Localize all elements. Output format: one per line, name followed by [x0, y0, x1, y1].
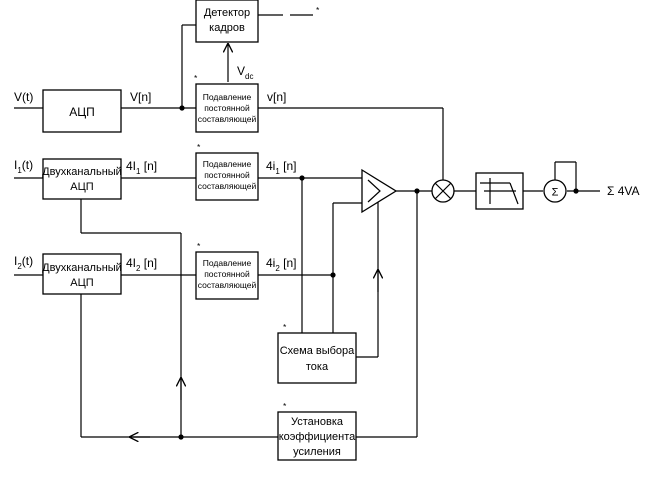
dual-adc-1-block: Двухканальный АЦП	[42, 158, 122, 200]
dual-adc-2-block: Двухканальный АЦП	[42, 253, 122, 295]
svg-text:Детектор: Детектор	[204, 7, 250, 19]
svg-text:коэффициента: коэффициента	[279, 431, 356, 443]
svg-text:Подавление: Подавление	[203, 159, 252, 169]
svg-text:составляющей: составляющей	[198, 280, 257, 290]
accumulator-icon: Σ	[543, 179, 567, 203]
dc-removal-i2-block: Подавление постоянной составляющей	[195, 251, 259, 300]
v-n-label: V[n]	[130, 90, 151, 104]
gain-star: *	[283, 401, 287, 411]
svg-text:Схема выбора: Схема выбора	[280, 345, 355, 357]
svg-text:АЦП: АЦП	[70, 277, 93, 289]
svg-text:Σ: Σ	[552, 187, 559, 199]
svg-text:тока: тока	[306, 361, 329, 373]
svg-text:постоянной: постоянной	[204, 103, 250, 113]
svg-text:постоянной: постоянной	[204, 269, 250, 279]
gain-block: Установка коэффициента усиления	[277, 411, 357, 461]
v-input-label: V(t)	[14, 90, 33, 104]
output-label: Σ 4VA	[607, 184, 640, 198]
vdc-label: Vdc	[237, 64, 253, 81]
current-select-block: Схема выбора тока	[277, 332, 357, 384]
v-n-out-label: v[n]	[267, 90, 286, 104]
svg-text:Установка: Установка	[291, 416, 344, 428]
dc-removal-i1-block: Подавление постоянной составляющей	[195, 152, 259, 201]
multiplier-icon	[431, 179, 455, 203]
svg-text:составляющей: составляющей	[198, 114, 257, 124]
svg-text:Подавление: Подавление	[203, 258, 252, 268]
svg-text:Двухканальный: Двухканальный	[42, 166, 122, 178]
i1-n-label: 4I1 [n]	[126, 159, 157, 176]
i2-n-label: 4I2 [n]	[126, 256, 157, 273]
i2-n-out-label: 4i2 [n]	[266, 256, 296, 273]
i1-input-label: I1(t)	[14, 158, 33, 175]
selector-comparator	[361, 168, 398, 214]
svg-text:постоянной: постоянной	[204, 170, 250, 180]
frame-detector-star: *	[316, 5, 320, 15]
frame-detector-block: Детектор кадров	[195, 0, 259, 43]
dc-removal-i2-star: *	[197, 241, 201, 251]
dc-removal-v-block: Подавление постоянной составляющей	[195, 83, 259, 133]
i1-n-out-label: 4i1 [n]	[266, 159, 296, 176]
svg-text:Двухканальный: Двухканальный	[42, 262, 122, 274]
current-select-star: *	[283, 322, 287, 332]
svg-text:Подавление: Подавление	[203, 92, 252, 102]
junctions	[178, 105, 579, 440]
lowpass-filter-icon	[475, 172, 524, 210]
adc-block: АЦП	[42, 89, 122, 133]
svg-text:усиления: усиления	[293, 446, 341, 458]
i2-input-label: I2(t)	[14, 254, 33, 271]
dc-removal-i1-star: *	[197, 142, 201, 152]
svg-text:АЦП: АЦП	[70, 181, 93, 193]
dc-removal-v-star: *	[194, 73, 198, 83]
svg-text:составляющей: составляющей	[198, 181, 257, 191]
svg-text:АЦП: АЦП	[69, 105, 95, 119]
svg-text:кадров: кадров	[209, 22, 245, 34]
wires	[14, 14, 600, 437]
